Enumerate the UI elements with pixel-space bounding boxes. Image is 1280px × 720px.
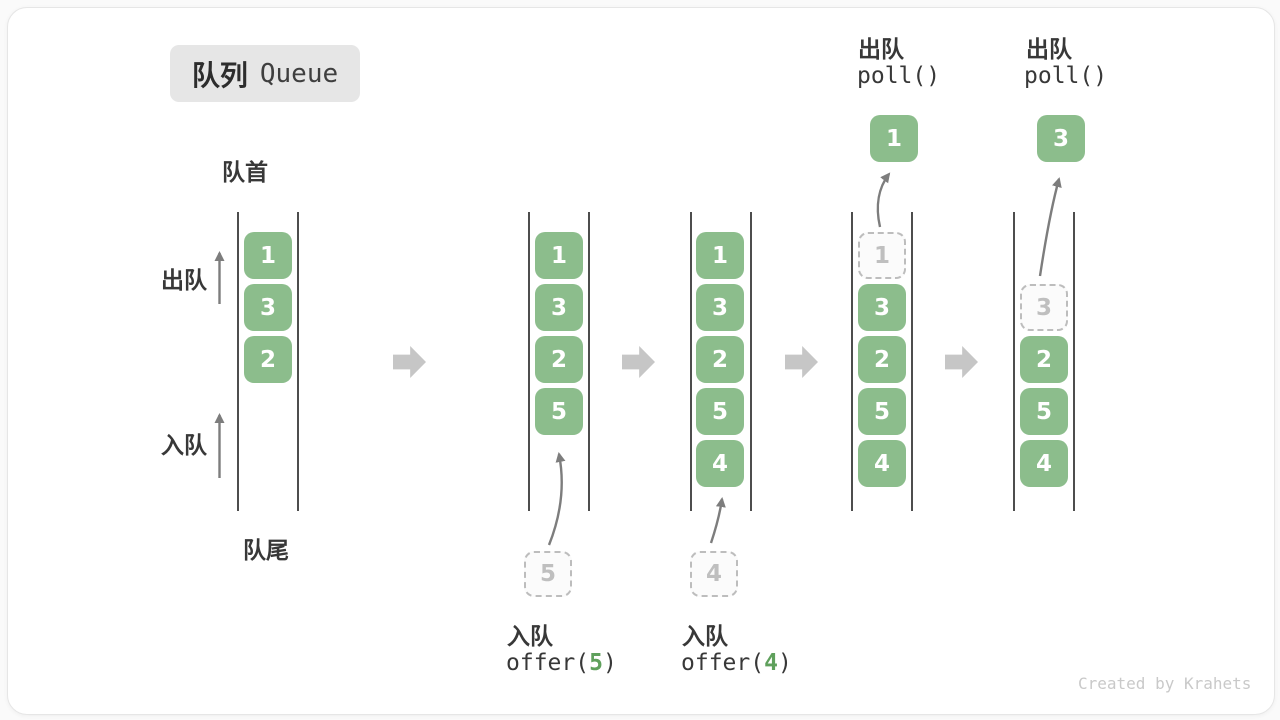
queue-item: 4 bbox=[1020, 440, 1068, 487]
removed-item-placeholder: 3 bbox=[1020, 284, 1068, 331]
label-enqueue: 入队 bbox=[161, 433, 207, 459]
queue-item: 5 bbox=[535, 388, 583, 435]
title-zh: 队列 bbox=[191, 58, 248, 92]
incoming-item-placeholder: 4 bbox=[690, 551, 738, 597]
queue-wall-right bbox=[1072, 212, 1075, 511]
code-text: offer( bbox=[681, 650, 765, 676]
code-offer-5: offer(5) bbox=[506, 650, 617, 676]
queue-wall-right bbox=[588, 212, 590, 511]
title-badge: 队列 Queue bbox=[170, 45, 360, 102]
polled-item: 3 bbox=[1037, 115, 1085, 162]
label-enqueue-op: 入队 bbox=[507, 624, 553, 650]
queue-item: 1 bbox=[535, 232, 583, 279]
queue-wall-right bbox=[296, 212, 299, 511]
code-offer-4: offer(4) bbox=[681, 650, 792, 676]
code-arg: 5 bbox=[589, 650, 603, 676]
code-arg: 4 bbox=[764, 650, 778, 676]
code-text: offer( bbox=[506, 650, 590, 676]
queue-item: 2 bbox=[696, 336, 744, 383]
polled-item: 1 bbox=[870, 115, 918, 162]
queue-item: 5 bbox=[1020, 388, 1068, 435]
queue-item: 1 bbox=[696, 232, 744, 279]
label-queue-front: 队首 bbox=[222, 160, 268, 186]
label-enqueue-op: 入队 bbox=[682, 624, 728, 650]
label-dequeue-op: 出队 bbox=[858, 37, 904, 63]
queue-wall-left bbox=[1013, 212, 1015, 511]
label-queue-rear: 队尾 bbox=[243, 538, 289, 564]
queue-item: 2 bbox=[535, 336, 583, 383]
queue-wall-left bbox=[690, 212, 692, 511]
queue-item: 5 bbox=[696, 388, 744, 435]
queue-wall-left bbox=[528, 212, 530, 511]
queue-item: 4 bbox=[858, 440, 906, 487]
queue-item: 4 bbox=[696, 440, 744, 487]
label-dequeue: 出队 bbox=[161, 268, 207, 294]
queue-wall-right bbox=[749, 212, 752, 511]
queue-item: 3 bbox=[244, 284, 292, 331]
code-text: ) bbox=[777, 650, 792, 676]
incoming-item-placeholder: 5 bbox=[524, 551, 572, 597]
label-dequeue-op: 出队 bbox=[1026, 37, 1072, 63]
queue-item: 1 bbox=[244, 232, 292, 279]
watermark: Created by Krahets bbox=[1078, 674, 1252, 693]
queue-item: 2 bbox=[1020, 336, 1068, 383]
code-poll: poll() bbox=[857, 63, 941, 89]
code-text: ) bbox=[602, 650, 617, 676]
queue-wall-left bbox=[851, 212, 853, 511]
queue-item: 2 bbox=[858, 336, 906, 383]
queue-item: 3 bbox=[535, 284, 583, 331]
code-poll: poll() bbox=[1024, 63, 1108, 89]
title-en: Queue bbox=[259, 58, 339, 89]
queue-wall-right bbox=[910, 212, 913, 511]
queue-item: 5 bbox=[858, 388, 906, 435]
queue-item: 3 bbox=[858, 284, 906, 331]
removed-item-placeholder: 1 bbox=[858, 232, 906, 279]
queue-item: 3 bbox=[696, 284, 744, 331]
queue-item: 2 bbox=[244, 336, 292, 383]
queue-wall-left bbox=[237, 212, 239, 511]
